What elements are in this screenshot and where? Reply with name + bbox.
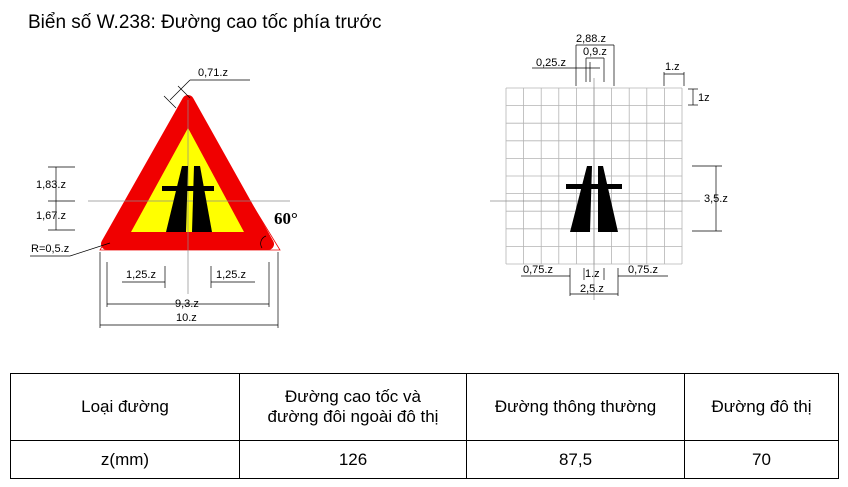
construction-grid: [490, 78, 700, 300]
dim-right-offset: 1,25.z: [216, 269, 246, 281]
header-cell: Đường đô thị: [684, 373, 839, 441]
header-cell: Đường thông thường: [466, 373, 685, 441]
dim-gap: 0,9.z: [583, 46, 607, 58]
table-row: z(mm) 126 87,5 70: [10, 440, 839, 479]
dim-radius: R=0,5.z: [31, 243, 69, 255]
dim-total-width: 2,88.z: [576, 33, 606, 45]
dim-symbol-height: 3,5.z: [704, 193, 728, 205]
dim-left-offset: 1,25.z: [126, 269, 156, 281]
header-cell: Loại đường: [10, 373, 240, 441]
dim-cell-height: 1z: [698, 92, 710, 104]
z-values-table: Loại đường Đường cao tốc và đường đôi ng…: [10, 373, 839, 479]
highway-symbol: [162, 166, 214, 232]
dim-cell-width: 1.z: [665, 61, 680, 73]
row-label-cell: z(mm): [10, 440, 240, 479]
triangle-sign: [88, 95, 290, 294]
header-cell: Đường cao tốc và đường đôi ngoài đô thị: [239, 373, 467, 441]
dim-angle: 60°: [274, 209, 298, 228]
dim-base-width: 2,5.z: [580, 283, 604, 295]
dim-upper-height: 1,83.z: [36, 179, 66, 191]
dim-lower-height: 1,67.z: [36, 210, 66, 222]
value-cell: 87,5: [466, 440, 685, 479]
table-header-row: Loại đường Đường cao tốc và đường đôi ng…: [10, 373, 839, 441]
sign-diagram: 0,71.z 1,83.z 1,67.z R=0,5.z 60° 1,25.z …: [30, 33, 728, 328]
grid-dimensions: [521, 44, 722, 296]
value-cell: 126: [239, 440, 467, 479]
triangle-dimensions: [30, 79, 279, 328]
dim-rail-width: 0,25.z: [536, 57, 566, 69]
dim-center-cell: 1.z: [585, 268, 600, 280]
dim-inner-width: 9,3.z: [175, 298, 199, 310]
dim-left-margin: 0,75.z: [523, 264, 553, 276]
dim-outer-width: 10.z: [176, 312, 197, 324]
dim-border-width: 0,71.z: [198, 67, 228, 79]
dim-right-margin: 0,75.z: [628, 264, 658, 276]
page-title: Biển số W.238: Đường cao tốc phía trước: [28, 12, 382, 33]
value-cell: 70: [684, 440, 839, 479]
grid-highway-symbol: [566, 166, 622, 232]
